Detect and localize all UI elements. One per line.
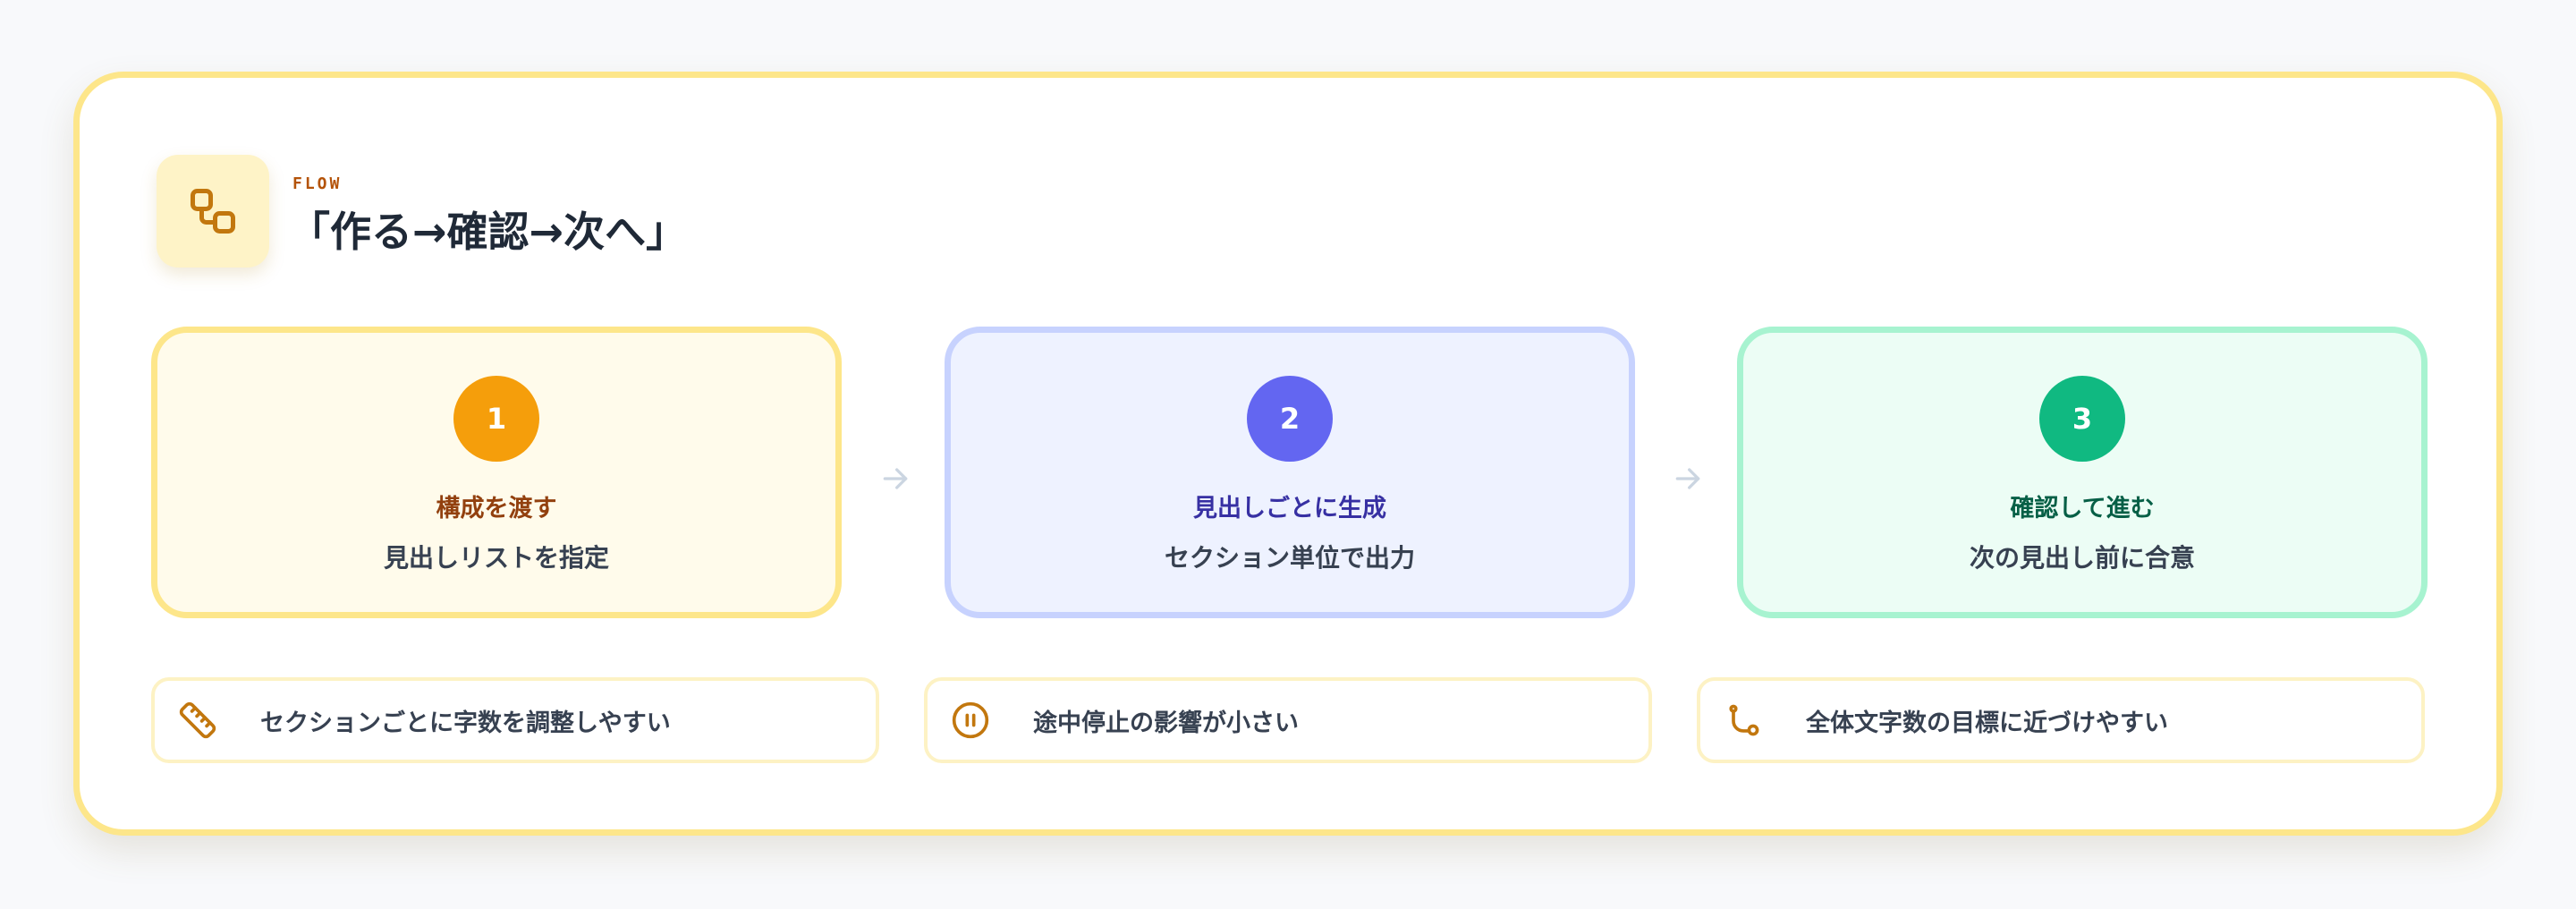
header-icon-tile [157,155,269,268]
benefit-label: セクションごとに字数を調整しやすい [260,709,671,737]
step-description: セクション単位で出力 [1164,543,1415,573]
eyebrow-label: FLOW [292,174,343,193]
git-branch-icon [1729,704,1759,736]
step-description: 次の見出し前に合意 [1969,543,2195,573]
step-title: 確認して進む [2010,495,2155,522]
step-card-3: 3 確認して進む 次の見出し前に合意 [1737,327,2428,618]
step-number-badge: 2 [1247,376,1333,462]
benefit-item-1: セクションごとに字数を調整しやすい [151,677,879,763]
step-title: 見出しごとに生成 [1193,495,1386,522]
workflow-icon [191,189,235,234]
pause-circle-icon [952,701,989,739]
step-title: 構成を渡す [436,495,557,522]
benefit-item-3: 全体文字数の目標に近づけやすい [1697,677,2425,763]
flow-card: FLOW 「作る→確認→次へ」 1 構成を渡す 見出しリストを指定 2 見出しご… [73,72,2503,836]
step-card-2: 2 見出しごとに生成 セクション単位で出力 [945,327,1635,618]
page-title: 「作る→確認→次へ」 [289,208,688,256]
step-number-badge: 3 [2039,376,2125,462]
arrow-right-icon [1675,468,1700,489]
step-card-1: 1 構成を渡す 見出しリストを指定 [151,327,842,618]
step-number-badge: 1 [453,376,539,462]
arrow-right-icon [883,468,908,489]
benefit-label: 途中停止の影響が小さい [1033,709,1299,737]
step-description: 見出しリストを指定 [383,543,609,573]
benefit-item-2: 途中停止の影響が小さい [924,677,1652,763]
benefit-label: 全体文字数の目標に近づけやすい [1806,709,2168,737]
ruler-icon [179,701,216,739]
